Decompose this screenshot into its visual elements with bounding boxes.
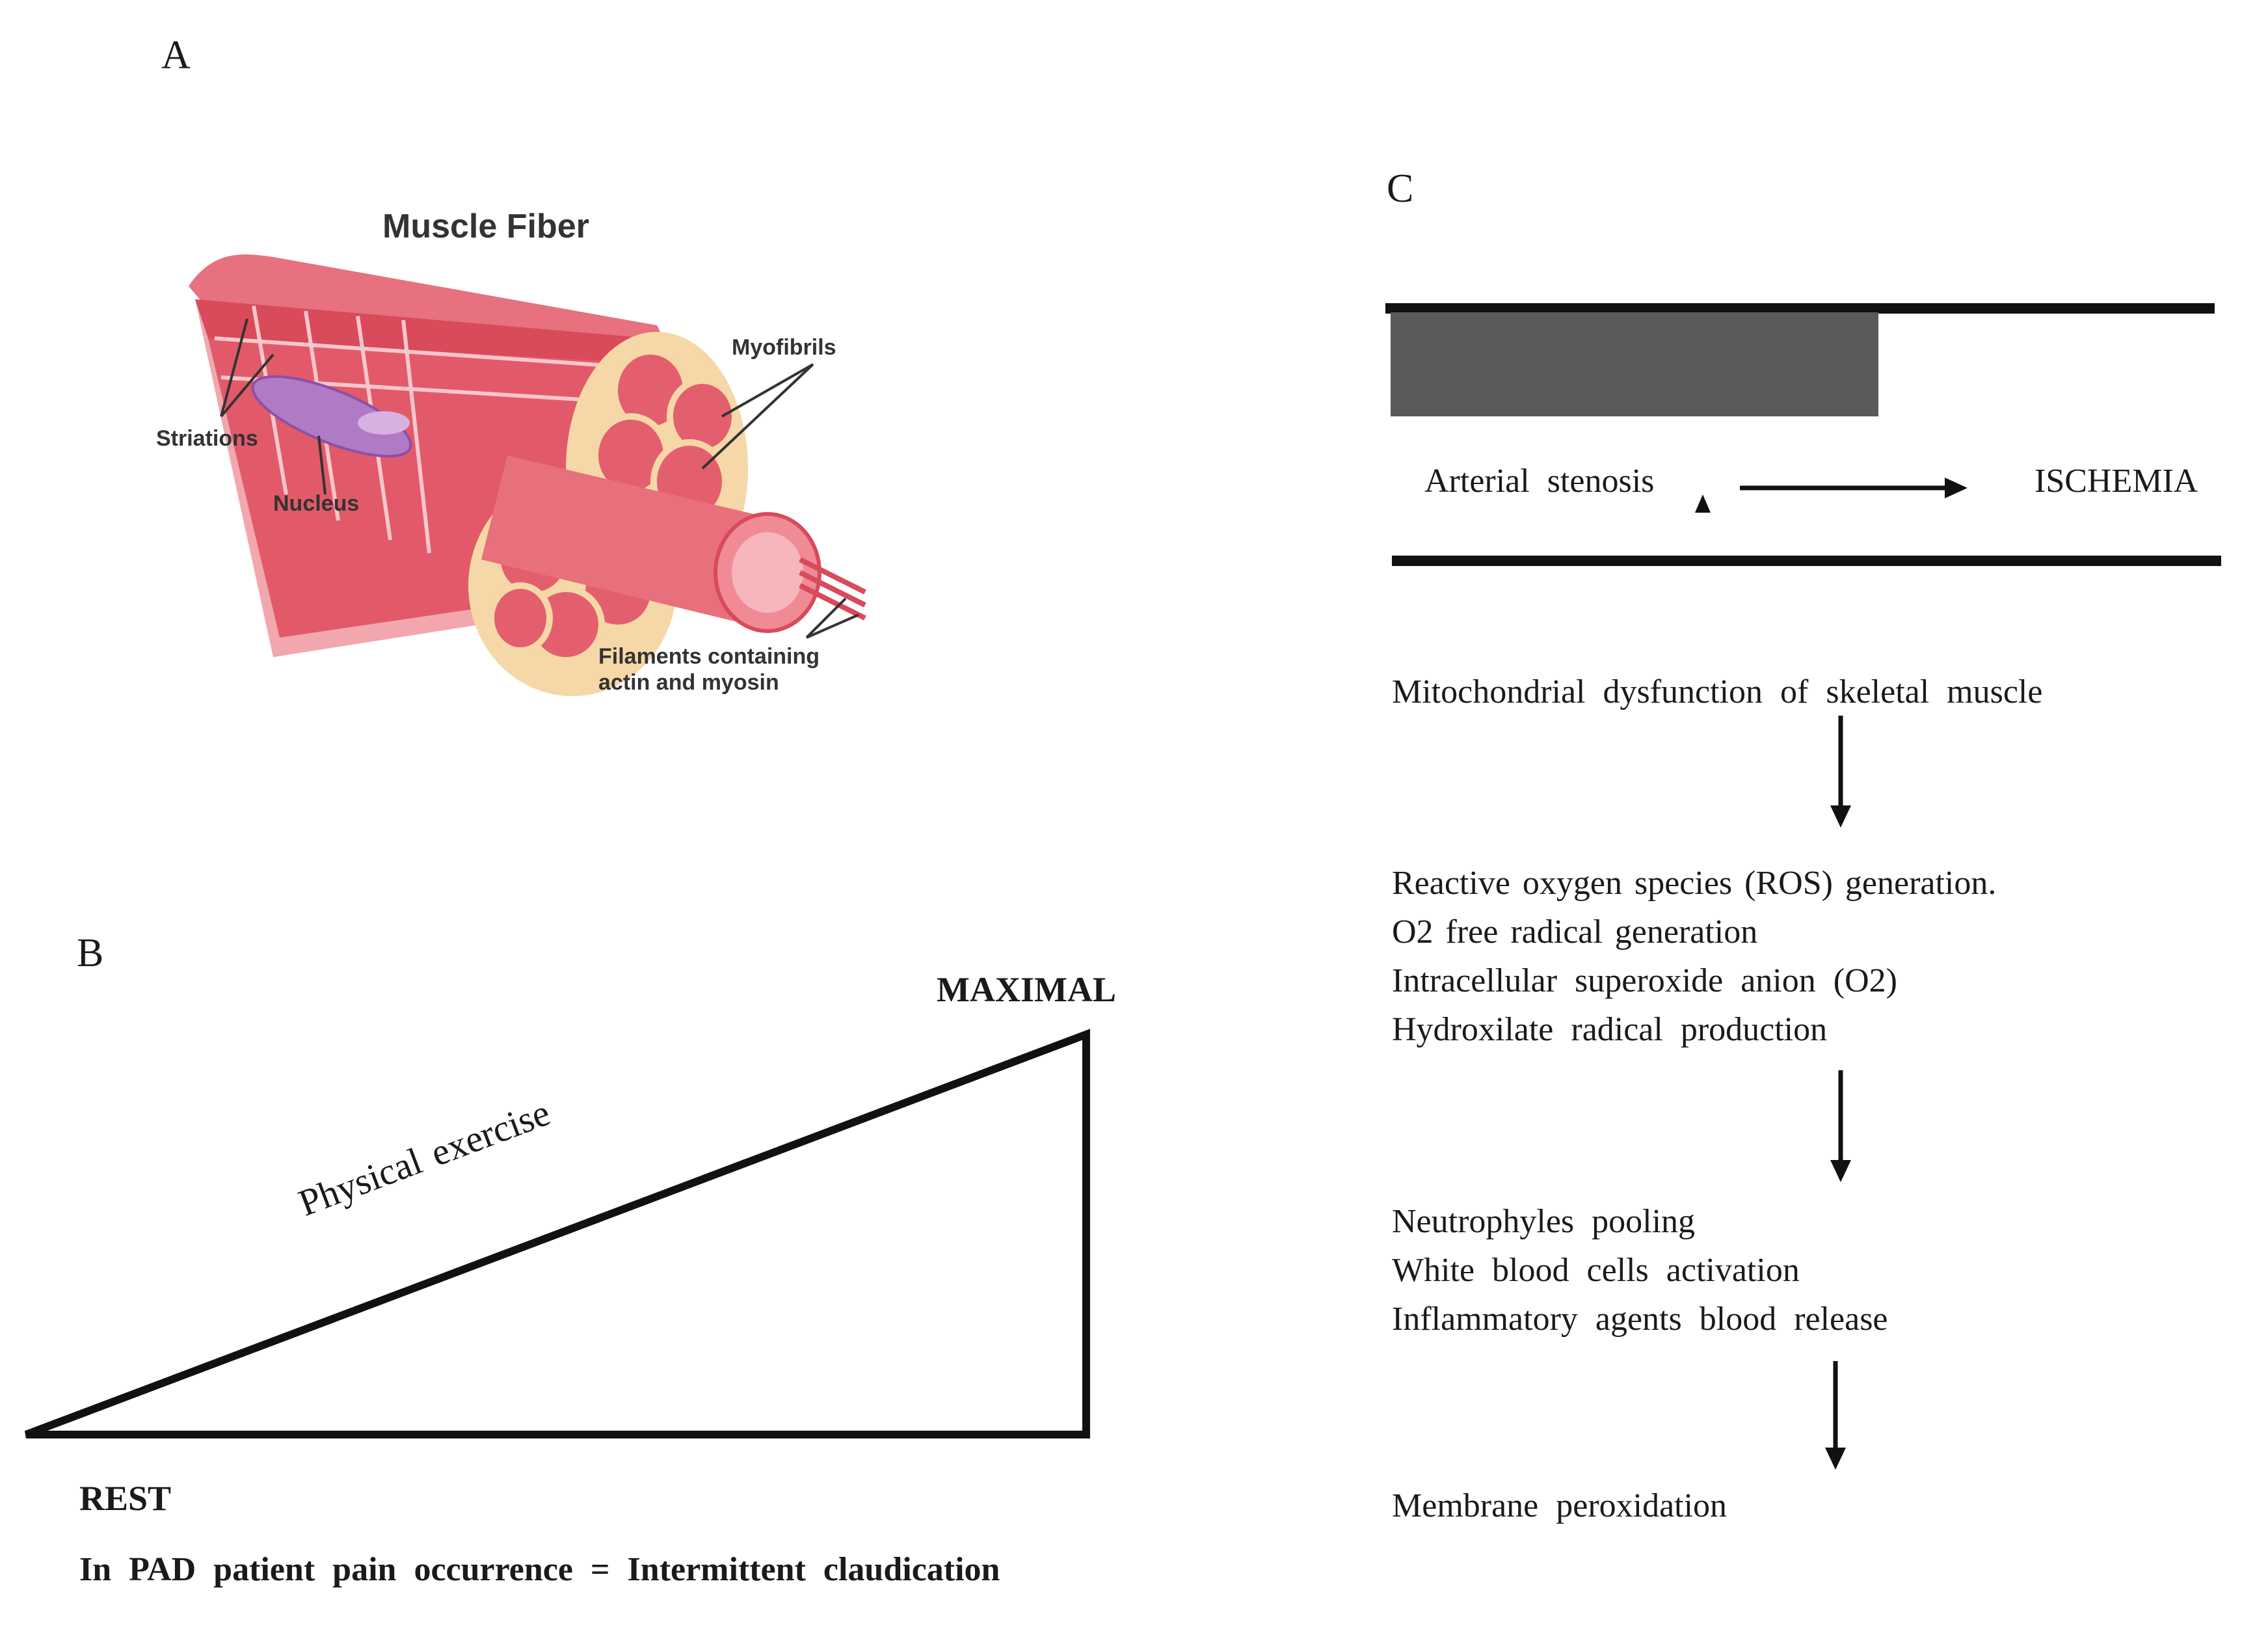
nucleus-label: Nucleus: [273, 491, 360, 516]
ischemia-arrowhead: [1945, 478, 1968, 498]
step-mitochondrial-dysfunction: Mitochondrial dysfunction of skeletal mu…: [1392, 673, 2043, 710]
filaments-label-line1: Filaments containing: [598, 644, 820, 669]
stenosis-plaque: [1391, 312, 1878, 416]
muscle-fiber-title: Muscle Fiber: [382, 208, 589, 245]
small-triangle-marker: [1695, 494, 1711, 513]
filaments-label-line2: actin and myosin: [598, 670, 779, 695]
maximal-label: MAXIMAL: [937, 970, 1116, 1009]
step-ros-line-3: Intracellular superoxide anion (O2): [1392, 962, 1897, 999]
step-membrane-peroxidation: Membrane peroxidation: [1392, 1487, 1728, 1524]
panel-c-letter: C: [1387, 167, 1414, 211]
step-inflammation-line-2: White blood cells activation: [1392, 1252, 1800, 1289]
filaments: [799, 557, 866, 621]
flow-arrows: [1825, 716, 1851, 1470]
step-ros-line-2: O2 free radical generation: [1392, 913, 1758, 951]
striations-label: Striations: [156, 426, 258, 451]
step-inflammation-line-3: Inflammatory agents blood release: [1392, 1301, 1888, 1338]
panel-a-letter: A: [161, 33, 191, 77]
nucleus-shape: [251, 375, 412, 458]
myofibril-cylinder: [481, 455, 821, 633]
step-inflammation-line-1: Neutrophyles pooling: [1392, 1203, 1696, 1240]
step-ros-line-1: Reactive oxygen species (ROS) generation…: [1392, 865, 1997, 902]
rest-label: REST: [79, 1479, 172, 1518]
arterial-stenosis-label: Arterial stenosis: [1424, 463, 1655, 500]
ischemia-label: ISCHEMIA: [2035, 463, 2198, 500]
pad-caption: In PAD patient pain occurrence = Intermi…: [79, 1551, 1000, 1588]
step-ros-line-4: Hydroxilate radical production: [1392, 1011, 1828, 1048]
panel-b-letter: B: [77, 931, 104, 975]
myofibrils-label: Myofibrils: [732, 335, 836, 360]
